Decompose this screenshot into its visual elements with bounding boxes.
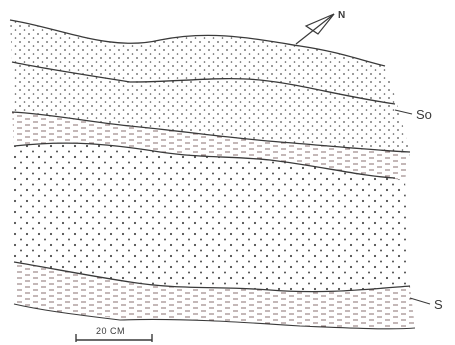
north-arrow-icon — [296, 14, 334, 44]
s-leader-line — [410, 298, 430, 304]
so-label: So — [416, 107, 432, 122]
scale-label: 20 CM — [96, 326, 125, 336]
s-label: S — [434, 297, 443, 312]
north-label: N — [338, 10, 345, 21]
